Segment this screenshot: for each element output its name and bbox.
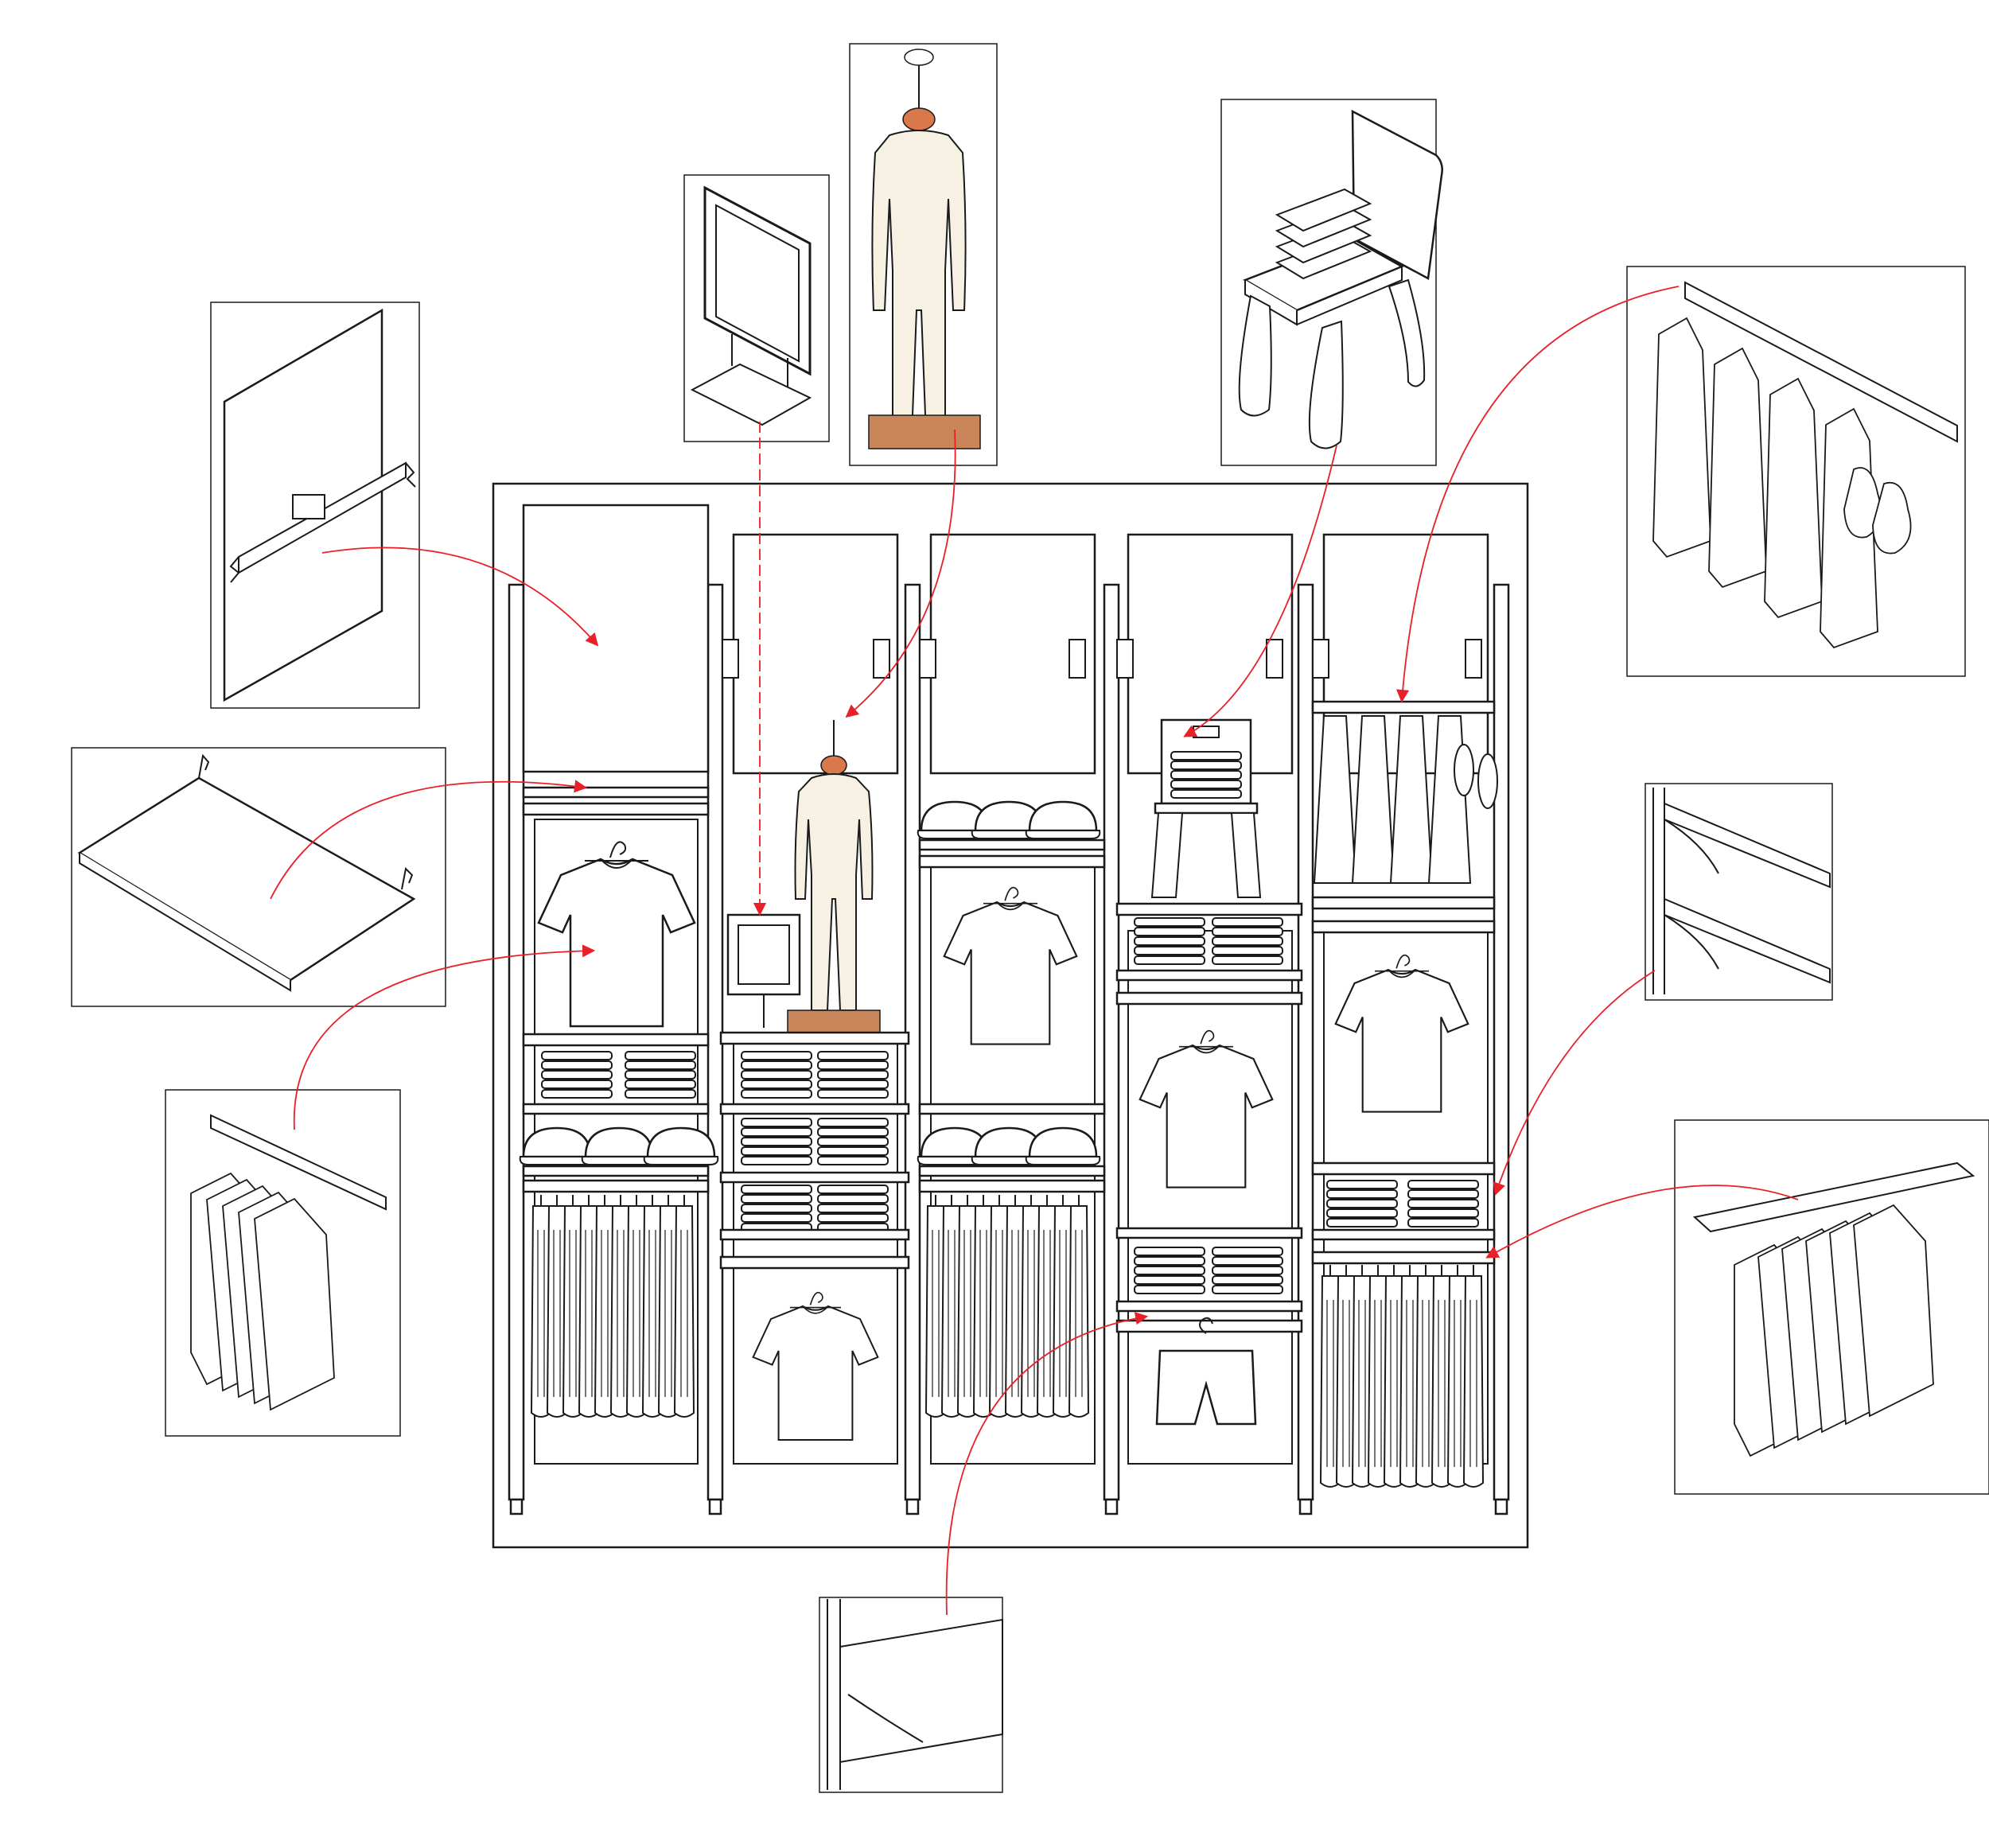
bay-2-mannequin bbox=[787, 720, 881, 1033]
leader-peg-hook-bar bbox=[1395, 286, 1680, 703]
main-fixture-frame bbox=[492, 482, 1529, 1549]
bay-1-hanging-garments bbox=[531, 1194, 695, 1418]
callout-mannequin bbox=[849, 43, 998, 466]
callout-slanted-shelf bbox=[71, 747, 446, 1007]
leader-slanted-shelf bbox=[270, 780, 588, 900]
bay-5-rail bbox=[1311, 1251, 1496, 1265]
bay-1-shirt bbox=[537, 841, 696, 1028]
callout-peg-hook-bar bbox=[1626, 266, 1966, 677]
leader-double-rail bbox=[1485, 1185, 1799, 1259]
callout-sign-frame bbox=[683, 174, 830, 442]
bay-3-panel bbox=[929, 533, 1096, 775]
bay-3 bbox=[917, 800, 1106, 1418]
bay-5 bbox=[1311, 700, 1498, 1488]
fixture-bays bbox=[508, 504, 1510, 1515]
callout-chair bbox=[1220, 99, 1443, 466]
bay-5-hooks bbox=[1311, 700, 1496, 714]
bay-1-rail bbox=[522, 802, 710, 816]
callout-shelf-brackets bbox=[1645, 783, 1833, 1001]
bay-4 bbox=[1115, 718, 1303, 1426]
leader-panel-bracket bbox=[321, 547, 599, 647]
bay-1-panel bbox=[522, 504, 710, 773]
leader-lines bbox=[270, 286, 1799, 1616]
bay-4-chair bbox=[1150, 718, 1262, 898]
callout-bracket-detail bbox=[819, 1597, 1003, 1793]
bay-2 bbox=[719, 720, 910, 1441]
bay-4-shorts bbox=[1155, 1317, 1257, 1426]
leader-chair bbox=[1183, 445, 1337, 737]
bay-1 bbox=[519, 786, 719, 1418]
callout-panel-bracket bbox=[210, 302, 420, 709]
callout-hangrail bbox=[165, 1089, 401, 1437]
bay-5-peg-garments bbox=[1313, 715, 1498, 884]
callout-double-rail bbox=[1674, 1119, 1989, 1495]
leader-mannequin bbox=[845, 429, 956, 718]
bay-3-hanging-garments bbox=[925, 1194, 1089, 1418]
bay-5-hanging-garments bbox=[1320, 1264, 1484, 1488]
leader-shelf-brackets bbox=[1493, 970, 1656, 1196]
leader-bracket-detail bbox=[945, 1312, 1149, 1616]
uprights bbox=[508, 583, 1510, 1515]
leader-hangrail bbox=[293, 944, 596, 1130]
bay-2-sign bbox=[726, 913, 801, 1028]
